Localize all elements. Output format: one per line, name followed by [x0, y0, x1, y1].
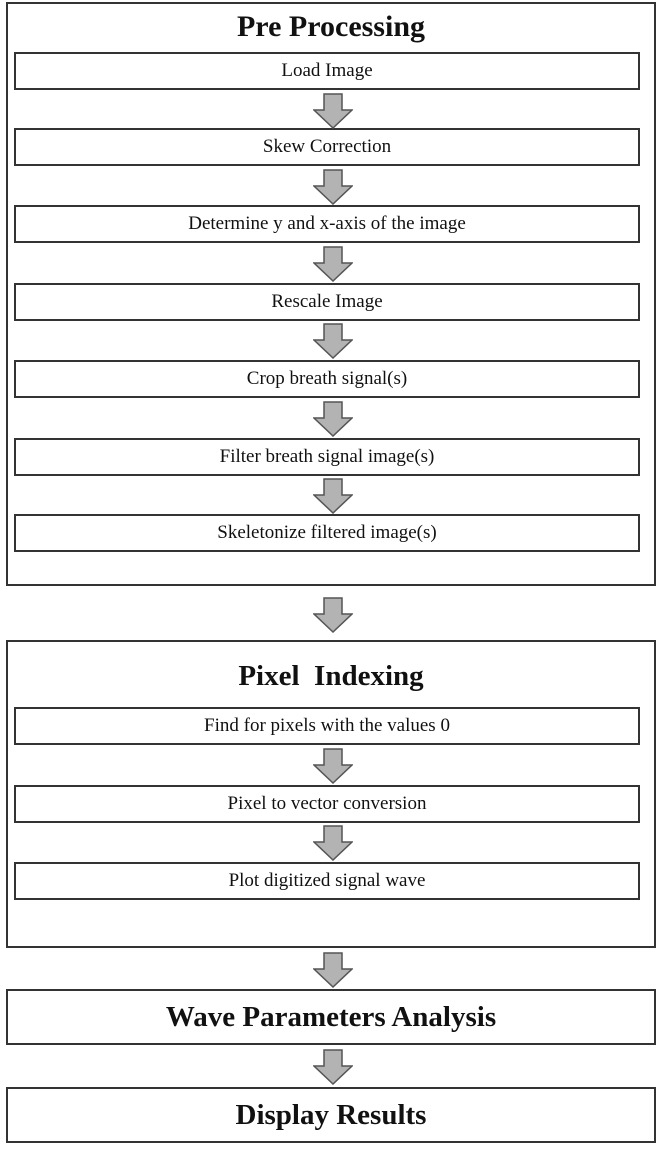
step-plot-signal: Plot digitized signal wave	[14, 862, 640, 900]
step-crop-breath-signal: Crop breath signal(s)	[14, 360, 640, 398]
pixel-indexing-title: Pixel Indexing	[238, 660, 424, 692]
down-arrow-icon	[313, 748, 353, 784]
down-arrow-icon	[313, 169, 353, 205]
wave-parameters-analysis-box: Wave Parameters Analysis	[6, 989, 656, 1045]
down-arrow-icon	[313, 93, 353, 129]
down-arrow-icon	[313, 952, 353, 988]
down-arrow-icon	[313, 478, 353, 514]
step-skeletonize: Skeletonize filtered image(s)	[14, 514, 640, 552]
down-arrow-icon	[313, 323, 353, 359]
down-arrow-icon	[313, 246, 353, 282]
down-arrow-icon	[313, 825, 353, 861]
step-determine-axes: Determine y and x-axis of the image	[14, 205, 640, 243]
step-rescale-image: Rescale Image	[14, 283, 640, 321]
pre-processing-title: Pre Processing	[236, 10, 425, 43]
down-arrow-icon	[313, 401, 353, 437]
down-arrow-icon	[313, 597, 353, 633]
step-pixel-to-vector: Pixel to vector conversion	[14, 785, 640, 823]
down-arrow-icon	[313, 1049, 353, 1085]
step-find-pixels: Find for pixels with the values 0	[14, 707, 640, 745]
step-skew-correction: Skew Correction	[14, 128, 640, 166]
step-load-image: Load Image	[14, 52, 640, 90]
step-filter-breath-signal: Filter breath signal image(s)	[14, 438, 640, 476]
display-results-box: Display Results	[6, 1087, 656, 1143]
